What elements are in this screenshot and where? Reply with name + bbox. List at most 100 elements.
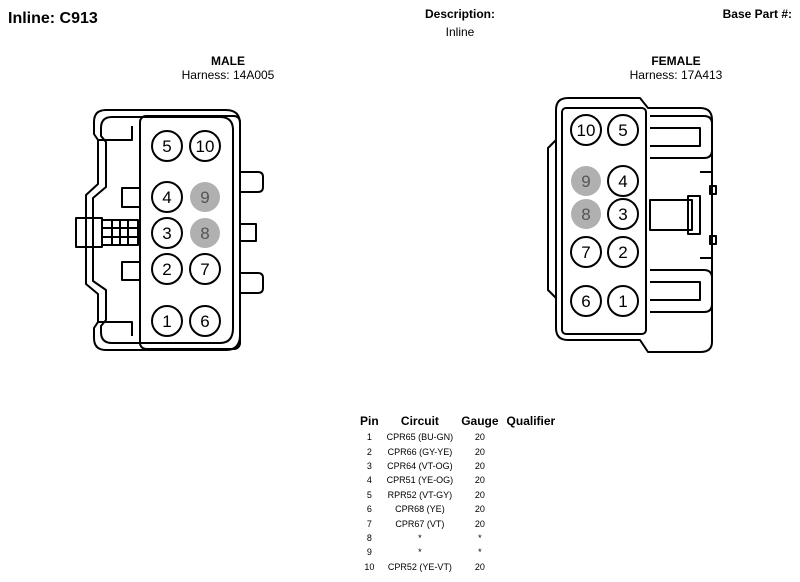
pin-cell: 9 xyxy=(366,547,372,558)
pin-circle xyxy=(607,114,639,146)
description-value: Inline xyxy=(445,25,475,39)
pin-circle xyxy=(607,165,639,197)
pin-circle xyxy=(607,236,639,268)
pin-cell: 6 xyxy=(366,504,372,515)
female-pin-9: 9 xyxy=(571,166,601,196)
gauge-cell: 20 xyxy=(474,432,485,443)
circuit-cell: RPR52 (VT-GY) xyxy=(387,489,453,500)
pin-label: 3 xyxy=(618,205,627,224)
pin-label: 6 xyxy=(581,292,590,311)
qualifier-cell xyxy=(503,473,560,487)
male-pin-10: 10 xyxy=(189,130,221,162)
male-pin-layer: 5 10 4 9 3 8 2 7 1 6 xyxy=(151,130,221,337)
qualifier-cell xyxy=(503,459,560,473)
qualifier-cell xyxy=(503,560,560,574)
pin-circle xyxy=(571,166,601,196)
pin-circle xyxy=(151,305,183,337)
pin-cell: 5 xyxy=(366,489,372,500)
pin-cell: 2 xyxy=(366,446,372,457)
gauge-cell: 20 xyxy=(474,460,485,471)
qualifier-cell xyxy=(503,488,560,502)
pin-circle xyxy=(570,285,602,317)
pin-circle xyxy=(570,114,602,146)
pin-label: 4 xyxy=(618,172,627,191)
male-pin-5: 5 xyxy=(151,130,183,162)
male-pin-9: 9 xyxy=(190,182,220,212)
circuit-cell: CPR68 (YE) xyxy=(395,504,445,515)
base-part-label: Base Part #: xyxy=(722,7,792,21)
female-pin-4: 4 xyxy=(607,165,639,197)
male-pin-6: 6 xyxy=(189,305,221,337)
pin-circle xyxy=(607,285,639,317)
male-harness: Harness: 14A005 xyxy=(181,68,275,82)
gauge-cell: 20 xyxy=(474,489,485,500)
male-connector-header: MALE Harness: 14A005 xyxy=(128,54,328,82)
circuit-column-header: Circuit xyxy=(400,414,439,428)
circuit-cell: CPR51 (YE-OG) xyxy=(386,475,454,486)
pin-cell: 4 xyxy=(366,475,372,486)
pin-label: 8 xyxy=(200,224,209,243)
pin-label: 4 xyxy=(162,188,171,207)
circuit-cell: CPR65 (BU-GN) xyxy=(386,432,454,443)
circuit-cell: CPR66 (GY-YE) xyxy=(387,446,453,457)
gauge-column-header: Gauge xyxy=(461,414,499,428)
female-pin-3: 3 xyxy=(607,198,639,230)
male-connector-outline xyxy=(75,109,264,351)
pin-circle xyxy=(151,130,183,162)
female-pin-1: 1 xyxy=(607,285,639,317)
qualifier-cell xyxy=(503,444,560,458)
pin-cell: 10 xyxy=(364,561,375,572)
gauge-cell: 20 xyxy=(474,518,485,529)
male-pin-7: 7 xyxy=(189,253,221,285)
table-row: 8** xyxy=(356,531,559,545)
female-pin-8: 8 xyxy=(571,199,601,229)
pin-circle xyxy=(190,218,220,248)
pin-label: 8 xyxy=(581,205,590,224)
female-harness: Harness: 17A413 xyxy=(629,68,723,82)
qualifier-cell xyxy=(503,531,560,545)
qualifier-cell xyxy=(503,502,560,516)
pin-label: 6 xyxy=(200,312,209,331)
pin-label: 1 xyxy=(162,312,171,331)
description-label: Description: xyxy=(424,7,495,21)
male-pin-2: 2 xyxy=(151,253,183,285)
male-title: MALE xyxy=(211,54,245,68)
pin-circle xyxy=(151,253,183,285)
female-pin-7: 7 xyxy=(570,236,602,268)
pin-cell: 7 xyxy=(366,518,372,529)
gauge-cell: * xyxy=(478,532,482,543)
pin-circle xyxy=(151,181,183,213)
pin-circle xyxy=(189,305,221,337)
female-pin-5: 5 xyxy=(607,114,639,146)
gauge-cell: 20 xyxy=(474,561,485,572)
pin-cell: 8 xyxy=(366,532,372,543)
table-row: 1 CPR65 (BU-GN) 20 xyxy=(356,430,559,444)
pin-label: 10 xyxy=(196,137,215,156)
pin-label: 9 xyxy=(200,188,209,207)
female-pin-10: 10 xyxy=(570,114,602,146)
pin-label: 1 xyxy=(618,292,627,311)
qualifier-column-header: Qualifier xyxy=(506,414,556,428)
pin-cell: 1 xyxy=(366,432,372,443)
pin-cell: 3 xyxy=(366,460,372,471)
qualifier-cell xyxy=(503,430,560,444)
pin-circle xyxy=(571,199,601,229)
pin-circle xyxy=(189,130,221,162)
pin-label: 2 xyxy=(162,260,171,279)
pin-label: 9 xyxy=(581,172,590,191)
pin-label: 7 xyxy=(581,243,590,262)
pin-circle xyxy=(190,182,220,212)
table-row: 5 RPR52 (VT-GY) 20 xyxy=(356,488,559,502)
pin-circle xyxy=(151,217,183,249)
male-pin-4: 4 xyxy=(151,181,183,213)
pin-label: 7 xyxy=(200,260,209,279)
pin-label: 3 xyxy=(162,224,171,243)
pin-column-header: Pin xyxy=(360,414,379,428)
male-pin-1: 1 xyxy=(151,305,183,337)
